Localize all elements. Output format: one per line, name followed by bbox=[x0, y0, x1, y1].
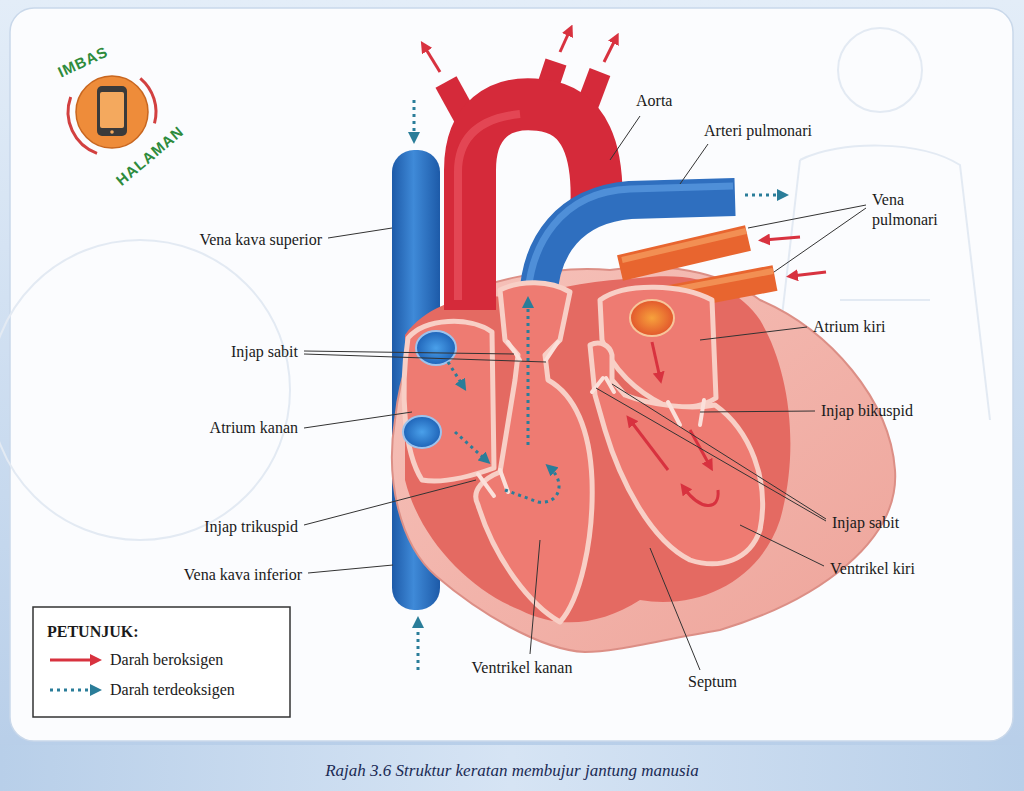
oxygenated-flow-arrow bbox=[684, 488, 718, 506]
heart-valve bbox=[478, 474, 494, 496]
vessel-opening bbox=[630, 300, 674, 336]
aorta bbox=[458, 114, 520, 300]
page-background bbox=[0, 745, 1024, 791]
legend-sample-oxygenated bbox=[50, 660, 96, 661]
oxygenated-flow-arrow bbox=[630, 420, 668, 470]
ghost-figure bbox=[0, 240, 290, 540]
leader-line bbox=[304, 480, 476, 525]
deoxygenated-flow-arrow bbox=[745, 194, 783, 197]
part-label: Aorta bbox=[636, 91, 672, 111]
leader-line bbox=[328, 228, 392, 238]
heart-chamber bbox=[404, 321, 494, 481]
part-label: Vena kava inferior bbox=[184, 565, 302, 585]
part-label: Atrium kanan bbox=[210, 418, 298, 438]
part-label: Injap sabit bbox=[231, 342, 298, 362]
heart-valve bbox=[592, 378, 603, 392]
scan-badge bbox=[110, 130, 114, 134]
part-label: Atrium kiri bbox=[813, 317, 885, 337]
leader-line bbox=[774, 208, 866, 272]
leader-line bbox=[700, 327, 807, 340]
figure-caption: Rajah 3.6 Struktur keratan membujur jant… bbox=[0, 760, 1024, 782]
heart-valve bbox=[508, 342, 520, 360]
legend-text: Darah terdeoksigen bbox=[110, 680, 235, 700]
leader-line bbox=[596, 388, 826, 521]
part-label: Ventrikel kanan bbox=[472, 658, 573, 678]
leader-line bbox=[748, 205, 866, 228]
oxygenated-flow-arrow bbox=[792, 272, 826, 276]
part-label: Injap trikuspid bbox=[204, 517, 298, 537]
deoxygenated-flow-arrow bbox=[414, 100, 783, 670]
heart-valve bbox=[668, 402, 680, 425]
legend-sample-deoxygenated bbox=[50, 690, 96, 691]
leader-line bbox=[680, 144, 708, 184]
part-label: Vena kava superior bbox=[199, 230, 322, 250]
part-label: Ventrikel kiri bbox=[830, 559, 915, 579]
oxygenated-flow-arrow bbox=[764, 237, 800, 240]
part-label: Injap sabit bbox=[832, 513, 899, 533]
oxygenated-flow-arrow bbox=[604, 38, 616, 62]
vessel-opening bbox=[416, 331, 456, 365]
leader-line bbox=[650, 548, 700, 670]
heart-valve bbox=[500, 470, 508, 492]
heart-valve bbox=[546, 342, 558, 360]
part-label: Septum bbox=[688, 672, 737, 692]
leader-line bbox=[304, 116, 866, 670]
deoxygenated-flow-arrow bbox=[413, 100, 416, 138]
deoxygenated-flow-arrow bbox=[455, 432, 486, 460]
leader-line bbox=[740, 525, 824, 566]
part-label: Vena pulmonari bbox=[872, 190, 962, 230]
oxygenated-flow-arrow bbox=[560, 30, 570, 52]
vessel-opening bbox=[403, 416, 441, 448]
pulmonary-vein bbox=[622, 231, 746, 260]
leader-line bbox=[530, 540, 540, 654]
deoxygenated-flow-arrow bbox=[417, 622, 420, 670]
leader-line bbox=[610, 116, 640, 160]
leader-line bbox=[304, 412, 412, 428]
leader-line bbox=[612, 384, 826, 519]
scan-badge bbox=[76, 76, 148, 148]
oxygenated-flow-arrow bbox=[424, 30, 826, 506]
leader-line bbox=[304, 354, 546, 362]
heart-chamber bbox=[404, 283, 763, 622]
part-label: Injap bikuspid bbox=[821, 401, 913, 421]
legend-box bbox=[33, 607, 290, 717]
heart-body bbox=[392, 267, 895, 652]
heart-body bbox=[392, 267, 895, 652]
heart-valve bbox=[700, 400, 704, 425]
leader-line bbox=[308, 565, 393, 573]
legend-sample-oxygenated bbox=[50, 659, 96, 662]
deoxygenated-flow-arrow bbox=[505, 468, 559, 502]
legend-sample-deoxygenated bbox=[50, 689, 96, 692]
deoxygenated-flow-arrow bbox=[527, 302, 530, 445]
oxygenated-flow-arrow bbox=[424, 46, 440, 72]
legend-heading: PETUNJUK: bbox=[47, 622, 139, 642]
legend-box bbox=[33, 607, 290, 717]
legend-text: Darah beroksigen bbox=[110, 650, 223, 670]
heart-chamber bbox=[476, 283, 592, 622]
scan-badge bbox=[68, 76, 156, 153]
page-background bbox=[10, 8, 1013, 741]
leader-line bbox=[304, 351, 514, 354]
heart-body bbox=[405, 276, 790, 622]
leader-line bbox=[700, 411, 815, 412]
part-label: Arteri pulmonari bbox=[704, 121, 812, 141]
oxygenated-flow-arrow bbox=[652, 342, 660, 378]
scan-badge bbox=[97, 86, 127, 136]
deoxygenated-flow-arrow bbox=[448, 362, 463, 386]
ghost-figure bbox=[838, 28, 922, 112]
heart-valve bbox=[478, 342, 704, 496]
scan-badge bbox=[100, 92, 124, 128]
heart-chamber bbox=[590, 343, 763, 564]
